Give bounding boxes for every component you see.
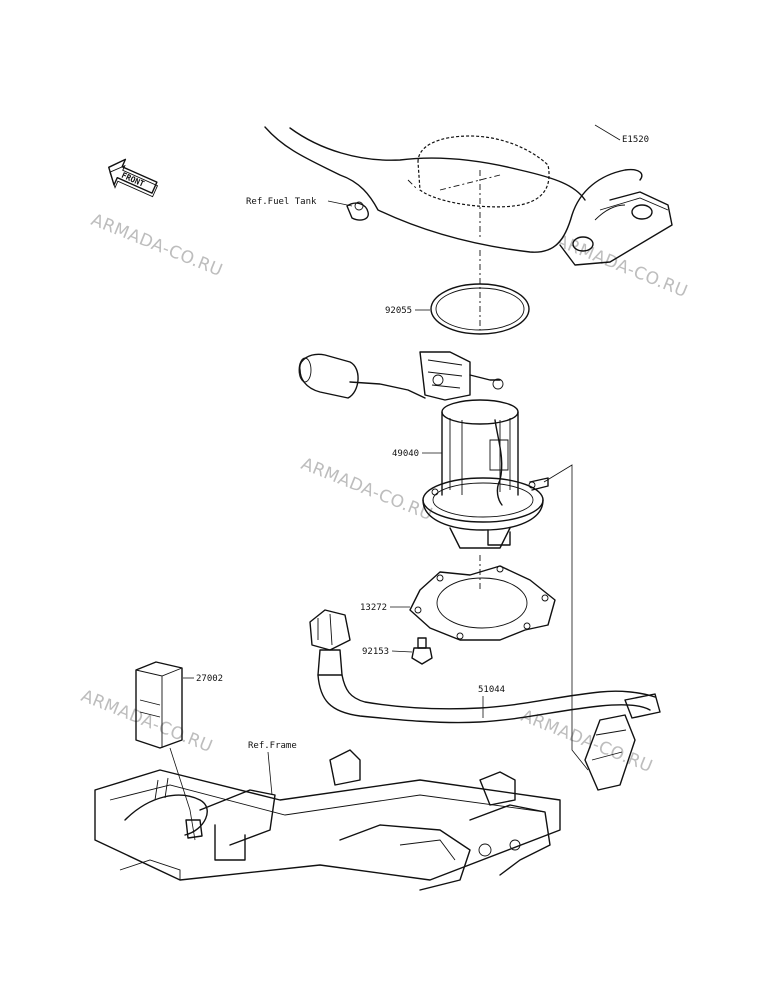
- fuel-hose-51044: [309, 609, 661, 791]
- part-label-27002: 27002: [196, 674, 223, 684]
- relay-27002: [135, 661, 203, 841]
- watermark-3: ARMADA-CO.RU: [298, 454, 435, 525]
- part-label-92153: 92153: [362, 647, 389, 657]
- fuel-pump-49040: [298, 351, 549, 549]
- bolt-92153: [411, 637, 433, 665]
- gasket-plate-13272: [409, 565, 556, 641]
- ref-fuel-tank-label: Ref.Fuel Tank: [246, 197, 317, 207]
- part-label-13272: 13272: [360, 603, 387, 613]
- fuel-tank: [264, 126, 673, 266]
- diagram-code: E1520: [622, 135, 649, 145]
- frame: [94, 749, 561, 891]
- front-label: FRONT: [120, 171, 146, 189]
- front-arrow-icon: FRONT: [108, 158, 159, 198]
- part-label-92055: 92055: [385, 306, 412, 316]
- watermark-4: ARMADA-CO.RU: [78, 686, 215, 757]
- watermark-1: ARMADA-CO.RU: [88, 210, 225, 281]
- ref-frame-label: Ref.Frame: [248, 741, 297, 751]
- gasket-ring-92055: [430, 283, 530, 335]
- part-label-49040: 49040: [392, 449, 419, 459]
- part-label-51044: 51044: [478, 685, 505, 695]
